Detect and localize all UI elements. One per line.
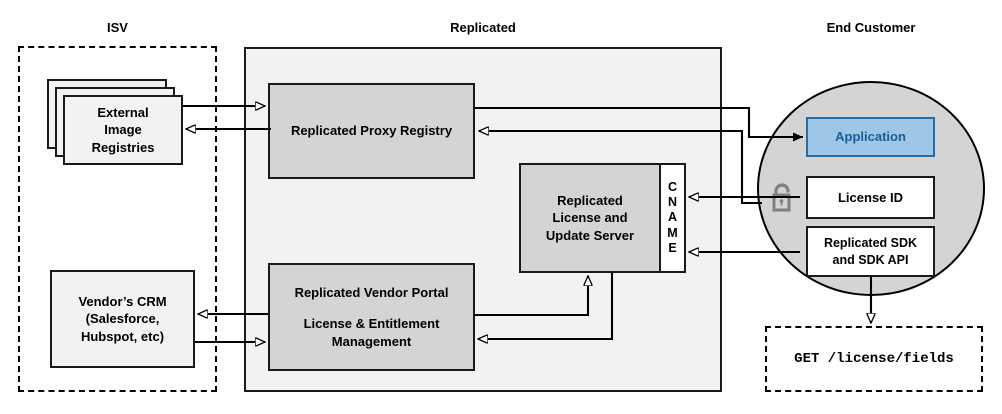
vendor-portal-title: Replicated Vendor Portal — [294, 285, 449, 301]
zone-isv — [18, 46, 217, 392]
cname-letter-e: E — [668, 240, 677, 255]
zone-label-replicated: Replicated — [450, 20, 516, 35]
cname-letter-c: C — [667, 179, 678, 194]
cname-letter-m: M — [667, 225, 678, 240]
unlock-icon — [769, 181, 795, 215]
external-image-registries-stack: External Image Registries — [47, 79, 199, 181]
node-replicated-license-update-server[interactable]: Replicated License and Update Server — [519, 163, 661, 273]
zone-label-end-customer: End Customer — [826, 20, 916, 35]
node-vendor-crm[interactable]: Vendor’s CRM (Salesforce, Hubspot, etc) — [50, 270, 195, 368]
node-replicated-sdk[interactable]: Replicated SDK and SDK API — [806, 226, 935, 277]
node-external-image-registries[interactable]: External Image Registries — [63, 95, 183, 165]
zone-label-isv: ISV — [107, 20, 128, 35]
cname-letter-n: N — [667, 195, 678, 210]
node-api-call[interactable]: GET /license/fields — [794, 350, 954, 367]
api-call-box — [765, 326, 983, 392]
node-replicated-vendor-portal[interactable]: Replicated Vendor Portal License & Entit… — [268, 263, 475, 371]
vendor-portal-subtitle: License & Entitlement Management — [303, 316, 440, 349]
node-application[interactable]: Application — [806, 117, 935, 157]
node-replicated-proxy-registry[interactable]: Replicated Proxy Registry — [268, 83, 475, 179]
node-cname-strip[interactable]: C N A M E — [659, 163, 686, 273]
node-license-id[interactable]: License ID — [806, 176, 935, 219]
cname-letter-a: A — [667, 210, 678, 225]
